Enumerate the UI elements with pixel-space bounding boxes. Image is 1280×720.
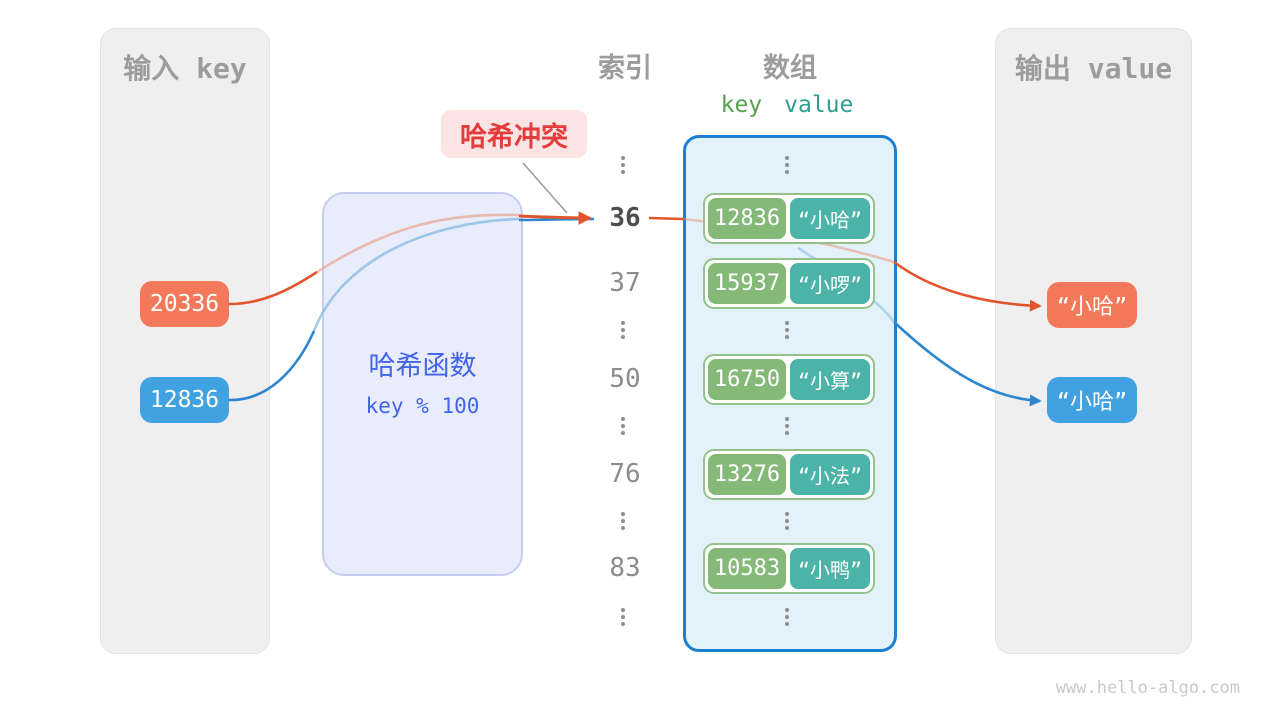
output-panel-title: 输出 value: [1014, 52, 1173, 85]
hash-function-box: 哈希函数 key % 100: [322, 192, 523, 576]
pair-value: “小鸭”: [790, 547, 870, 589]
key-header-label: key: [720, 92, 763, 118]
pair-row: 10583“小鸭”: [703, 542, 875, 594]
pair-value: “小法”: [790, 453, 870, 495]
ellipsis-icon: [621, 608, 625, 626]
pair-row: 16750“小算”: [703, 353, 875, 405]
input-key-box: 20336: [140, 281, 229, 327]
pair-value: “小算”: [790, 358, 870, 400]
collision-label: 哈希冲突: [441, 110, 587, 158]
ellipsis-icon: [785, 156, 789, 174]
ellipsis-icon: [621, 512, 625, 530]
index-label: 37: [609, 268, 641, 298]
ellipsis-icon: [785, 321, 789, 339]
output-value-box: “小哈”: [1047, 282, 1137, 328]
input-panel: 输入 key: [100, 28, 270, 654]
index-label: 36: [609, 203, 641, 233]
ellipsis-icon: [785, 512, 789, 530]
index-label: 76: [609, 459, 641, 489]
ellipsis-icon: [621, 321, 625, 339]
ellipsis-icon: [785, 608, 789, 626]
input-panel-title: 输入 key: [123, 52, 247, 85]
value-header-label: value: [784, 92, 854, 118]
index-label: 50: [609, 364, 641, 394]
ellipsis-icon: [785, 417, 789, 435]
input-key-box: 12836: [140, 377, 229, 423]
pair-value: “小哈”: [790, 197, 870, 239]
pair-key: 12836: [708, 197, 786, 239]
output-value-box: “小哈”: [1047, 377, 1137, 423]
pair-row: 13276“小法”: [703, 448, 875, 500]
pair-row: 15937“小啰”: [703, 257, 875, 309]
pair-key: 15937: [708, 262, 786, 304]
ellipsis-icon: [621, 156, 625, 174]
hash-function-formula: key % 100: [365, 394, 480, 418]
pair-key: 16750: [708, 358, 786, 400]
ellipsis-icon: [621, 417, 625, 435]
watermark: www.hello-algo.com: [1055, 678, 1240, 698]
output-panel: 输出 value: [995, 28, 1192, 654]
pair-row: 12836“小哈”: [703, 192, 875, 244]
index-label: 83: [609, 553, 641, 583]
hash-function-title: 哈希函数: [368, 351, 477, 382]
pair-key: 13276: [708, 453, 786, 495]
key-value-header: key value: [683, 92, 891, 118]
pair-value: “小啰”: [790, 262, 870, 304]
index-column-header: 索引: [598, 53, 652, 84]
pair-key: 10583: [708, 547, 786, 589]
collision-pointer-line: [522, 162, 568, 214]
array-column-header: 数组: [763, 53, 817, 84]
